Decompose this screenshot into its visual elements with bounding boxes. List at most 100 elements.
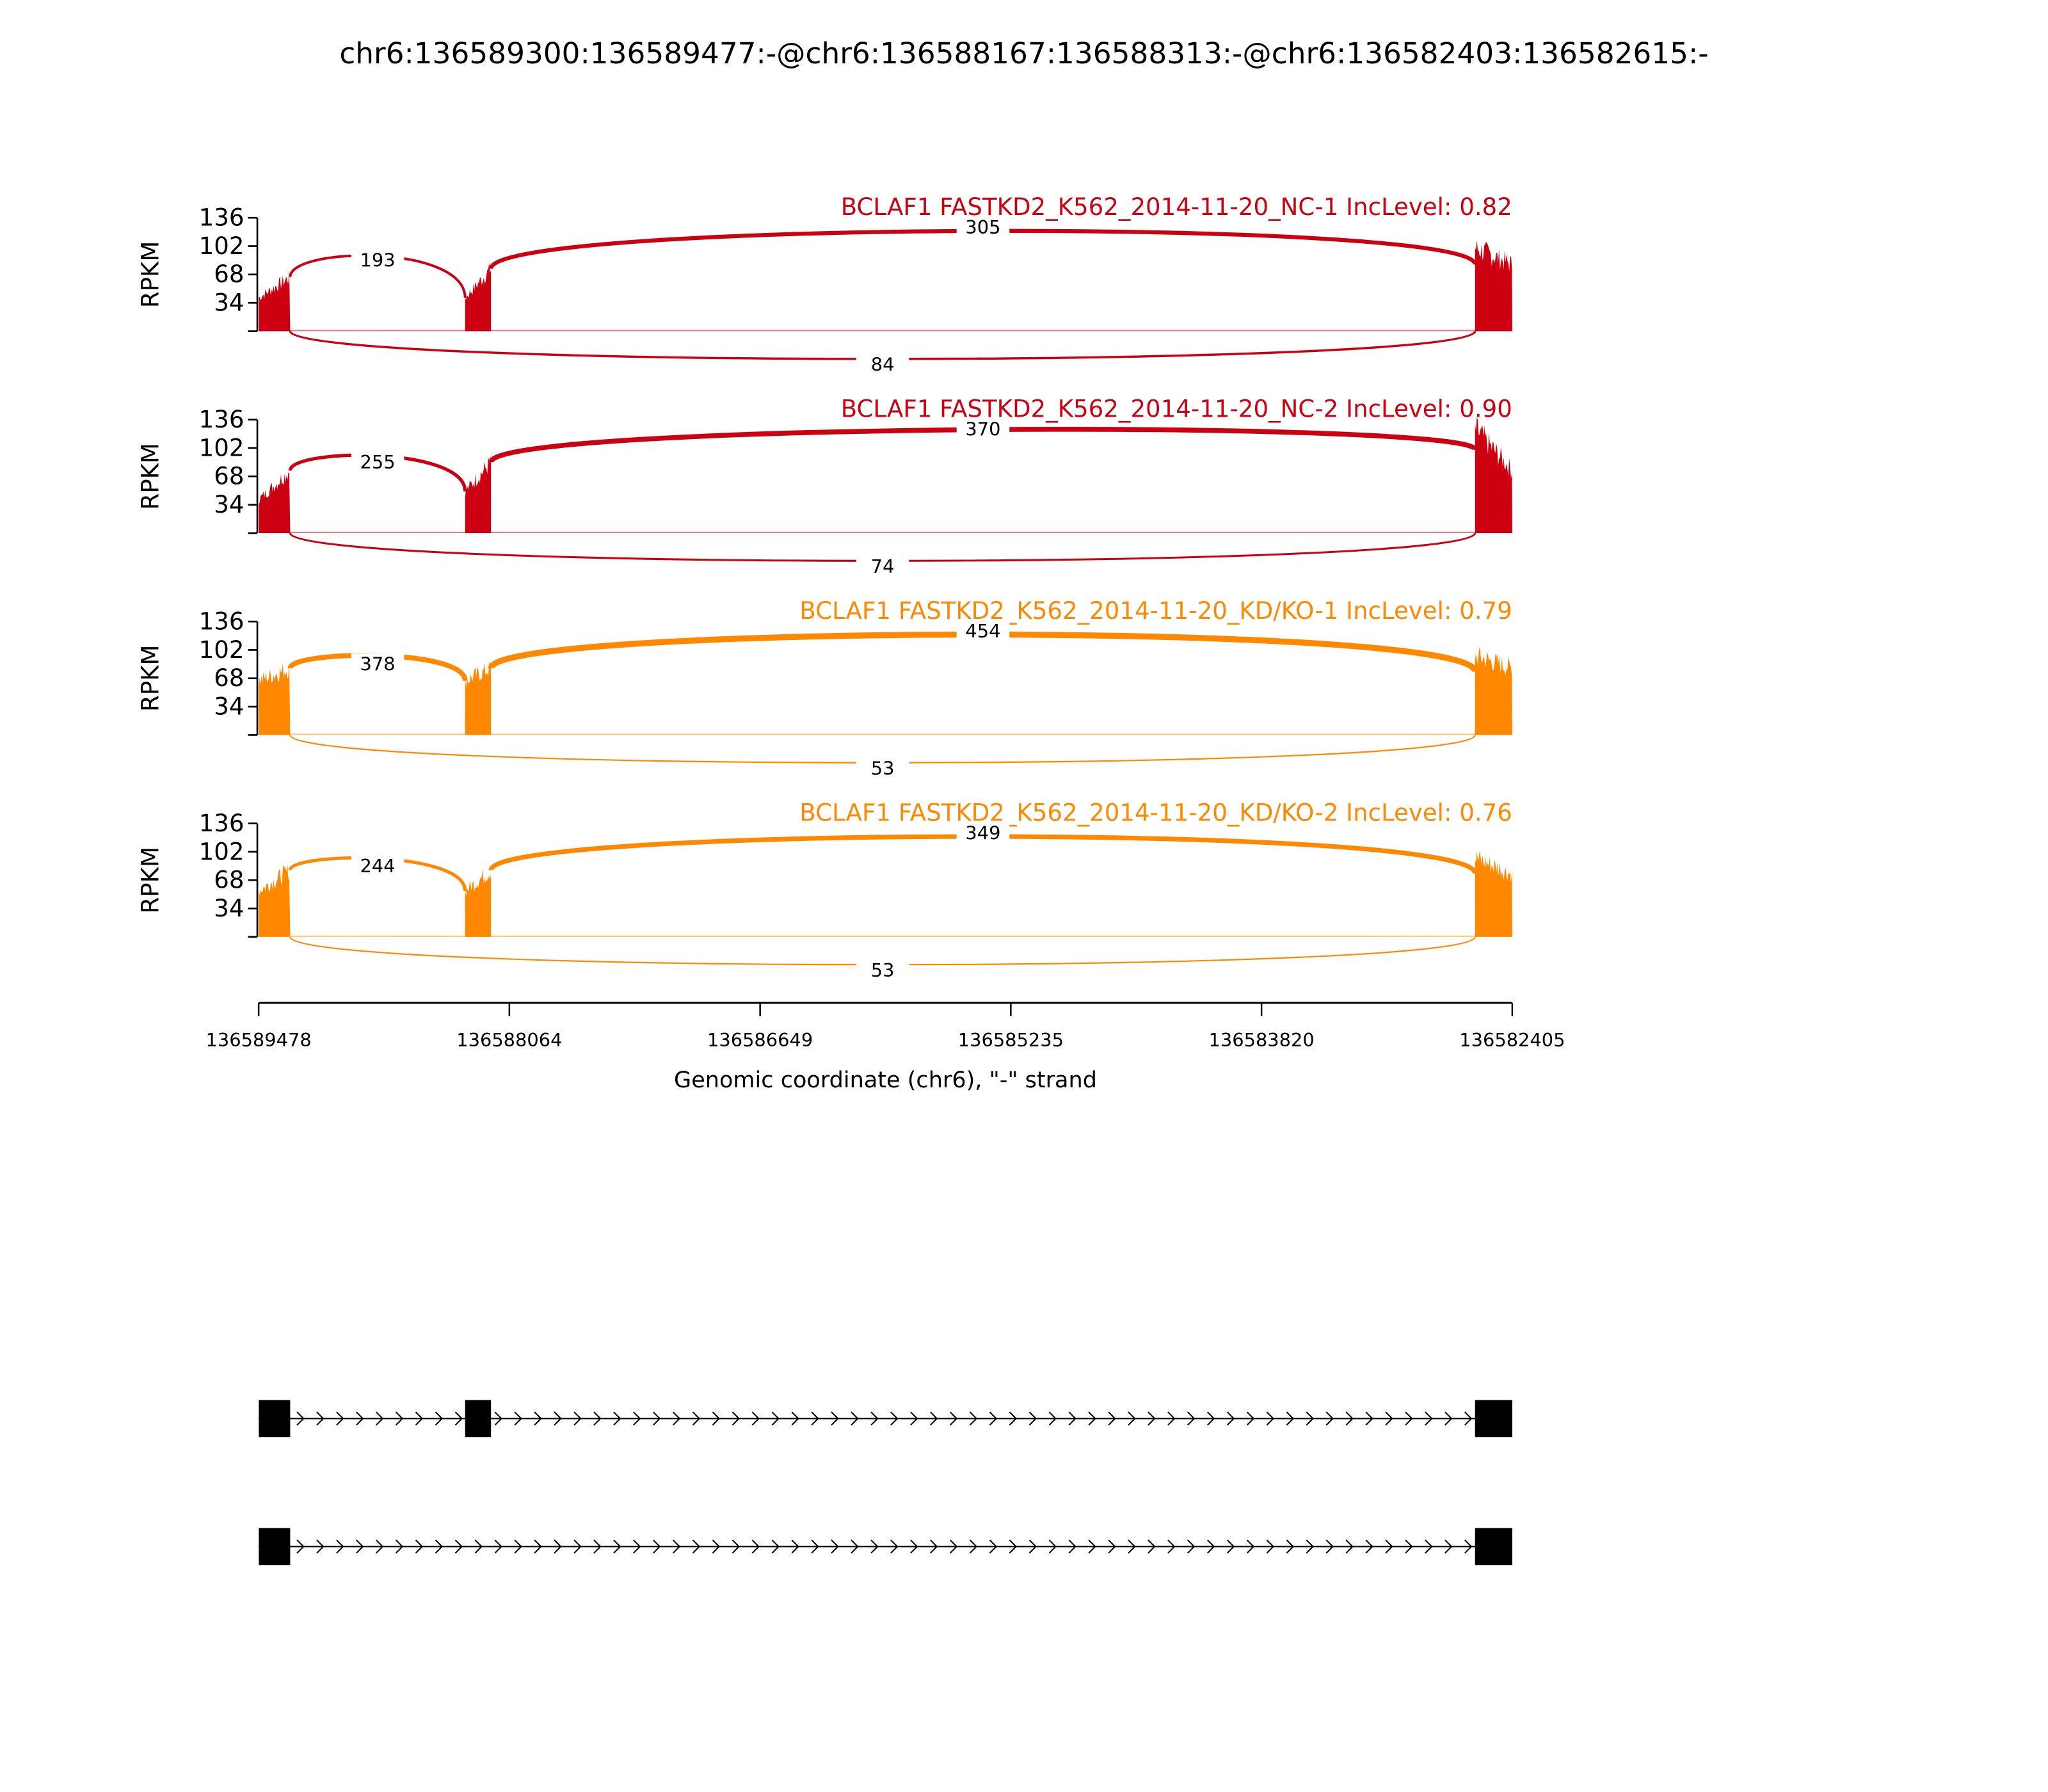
strand-chevron-icon	[969, 1539, 978, 1554]
strand-chevron-icon	[1385, 1539, 1393, 1554]
strand-chevron-icon	[811, 1411, 819, 1426]
strand-chevron-icon	[1365, 1539, 1373, 1554]
strand-chevron-icon	[1206, 1539, 1215, 1554]
strand-chevron-icon	[929, 1539, 938, 1554]
x-tick-label: 136582405	[1459, 1029, 1565, 1051]
strand-chevron-icon	[613, 1411, 621, 1426]
strand-chevron-icon	[1246, 1411, 1255, 1426]
y-tick-label: 136	[199, 204, 244, 232]
y-tick-label: 68	[214, 664, 244, 692]
strand-chevron-icon	[851, 1411, 859, 1426]
exon-coverage	[465, 868, 492, 937]
strand-chevron-icon	[791, 1539, 799, 1554]
strand-chevron-icon	[989, 1411, 998, 1426]
strand-chevron-icon	[1108, 1411, 1116, 1426]
gene-model	[259, 1400, 1512, 1565]
junction-label-bg	[856, 353, 909, 375]
sample-label: BCLAF1 FASTKD2_K562_2014-11-20_KD/KO-1 I…	[799, 597, 1512, 625]
strand-chevron-icon	[514, 1411, 522, 1426]
strand-chevron-icon	[554, 1539, 562, 1554]
y-tick-label: 102	[199, 232, 244, 260]
strand-chevron-icon	[1048, 1539, 1057, 1554]
junction-label-bg	[956, 418, 1010, 440]
junction-label-bg	[856, 959, 909, 980]
strand-chevron-icon	[1167, 1539, 1176, 1554]
junction-label-bg	[856, 757, 909, 779]
strand-chevron-icon	[909, 1411, 918, 1426]
strand-chevron-icon	[395, 1539, 404, 1554]
exon-coverage	[1475, 416, 1512, 533]
strand-chevron-icon	[1345, 1411, 1354, 1426]
exon-coverage	[259, 472, 291, 533]
junction-count: 193	[360, 249, 396, 271]
x-tick-label: 136585235	[958, 1029, 1064, 1051]
x-tick-label: 136589478	[205, 1029, 311, 1051]
y-tick-label: 34	[214, 692, 244, 720]
junction-label-bg	[351, 451, 404, 473]
strand-chevron-icon	[415, 1539, 424, 1554]
y-tick-label: 34	[214, 491, 244, 518]
junction-count: 454	[965, 620, 1000, 642]
transcript	[259, 1528, 1512, 1565]
junction-count: 84	[871, 353, 895, 375]
y-axis-label: RPKM	[136, 241, 164, 308]
strand-chevron-icon	[632, 1539, 641, 1554]
strand-chevron-icon	[1048, 1411, 1057, 1426]
junction-label-bg	[856, 556, 909, 577]
y-tick-label: 136	[199, 406, 244, 433]
strand-chevron-icon	[573, 1539, 582, 1554]
strand-chevron-icon	[415, 1411, 424, 1426]
exon-coverage	[465, 453, 492, 533]
exon-coverage	[465, 660, 492, 735]
x-axis-label: Genomic coordinate (chr6), "-" strand	[674, 1067, 1097, 1093]
junction-label-bg	[956, 822, 1010, 844]
strand-chevron-icon	[1405, 1411, 1413, 1426]
sample-label: BCLAF1 FASTKD2_K562_2014-11-20_NC-1 IncL…	[841, 193, 1512, 221]
strand-chevron-icon	[1306, 1411, 1315, 1426]
strand-chevron-icon	[949, 1539, 958, 1554]
strand-chevron-icon	[375, 1539, 384, 1554]
strand-chevron-icon	[1187, 1539, 1196, 1554]
strand-chevron-icon	[1425, 1539, 1433, 1554]
junction-label-bg	[351, 855, 404, 877]
strand-chevron-icon	[1365, 1411, 1373, 1426]
strand-chevron-icon	[1325, 1411, 1334, 1426]
strand-chevron-icon	[336, 1411, 344, 1426]
x-tick-label: 136583820	[1209, 1029, 1315, 1051]
strand-chevron-icon	[1444, 1539, 1453, 1554]
strand-chevron-icon	[771, 1411, 780, 1426]
strand-chevron-icon	[573, 1411, 582, 1426]
strand-chevron-icon	[1206, 1411, 1215, 1426]
strand-chevron-icon	[712, 1411, 721, 1426]
strand-chevron-icon	[870, 1411, 879, 1426]
exon-coverage	[259, 863, 291, 937]
exon-coverage	[1475, 646, 1512, 735]
strand-chevron-icon	[1385, 1411, 1393, 1426]
strand-chevron-icon	[554, 1411, 562, 1426]
junction-count: 349	[965, 822, 1000, 844]
junction-count: 53	[871, 959, 895, 981]
strand-chevron-icon	[1028, 1539, 1037, 1554]
y-tick-label: 34	[214, 289, 244, 317]
strand-chevron-icon	[1425, 1411, 1433, 1426]
strand-chevron-icon	[1306, 1539, 1315, 1554]
strand-chevron-icon	[336, 1539, 344, 1554]
strand-chevron-icon	[652, 1411, 661, 1426]
strand-chevron-icon	[632, 1411, 641, 1426]
strand-chevron-icon	[593, 1411, 602, 1426]
y-tick-label: 68	[214, 867, 244, 894]
strand-chevron-icon	[751, 1539, 760, 1554]
strand-chevron-icon	[435, 1411, 444, 1426]
strand-chevron-icon	[851, 1539, 859, 1554]
x-tick-label: 136586649	[707, 1029, 813, 1051]
strand-chevron-icon	[870, 1539, 879, 1554]
strand-chevron-icon	[1148, 1539, 1156, 1554]
strand-chevron-icon	[435, 1539, 444, 1554]
strand-chevron-icon	[771, 1539, 780, 1554]
junction-label-bg	[351, 653, 404, 675]
y-axis-label: RPKM	[136, 847, 164, 914]
